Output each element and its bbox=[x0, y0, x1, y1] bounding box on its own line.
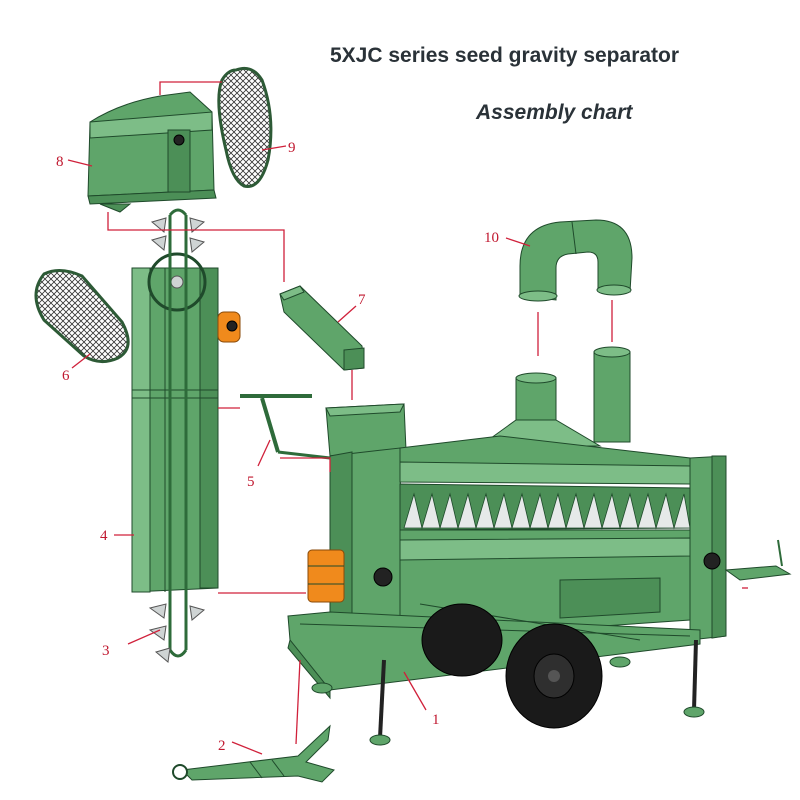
diagram-subtitle: Assembly chart bbox=[476, 101, 633, 124]
top-mesh-screen-part bbox=[217, 66, 273, 188]
bucket-chain-part bbox=[148, 208, 206, 663]
callout-numbers: 1 2 3 4 5 6 7 8 9 10 bbox=[56, 140, 499, 754]
elevator-motor bbox=[217, 311, 241, 343]
towbar-part bbox=[172, 724, 335, 783]
callout-leaders bbox=[67, 145, 531, 755]
callout-7: 7 bbox=[358, 292, 366, 308]
callout-6: 6 bbox=[62, 368, 70, 384]
callout-3: 3 bbox=[102, 643, 110, 659]
callout-5: 5 bbox=[247, 474, 255, 490]
callout-10: 10 bbox=[484, 230, 499, 246]
callout-9: 9 bbox=[288, 140, 296, 156]
elevator-column-part bbox=[131, 252, 219, 593]
inclined-chute-part bbox=[279, 285, 365, 371]
callout-4: 4 bbox=[100, 528, 108, 544]
main-separator-body bbox=[287, 346, 792, 746]
callout-1: 1 bbox=[432, 712, 440, 728]
diagram-title: 5XJC series seed gravity separator bbox=[330, 44, 680, 67]
side-mesh-screen-part bbox=[34, 269, 130, 363]
assembly-connection-lines bbox=[107, 81, 748, 745]
callout-8: 8 bbox=[56, 154, 64, 170]
rod-assembly-part bbox=[240, 394, 331, 460]
curved-duct-part bbox=[518, 219, 633, 302]
top-hood-part bbox=[87, 91, 217, 213]
callout-2: 2 bbox=[218, 738, 226, 754]
